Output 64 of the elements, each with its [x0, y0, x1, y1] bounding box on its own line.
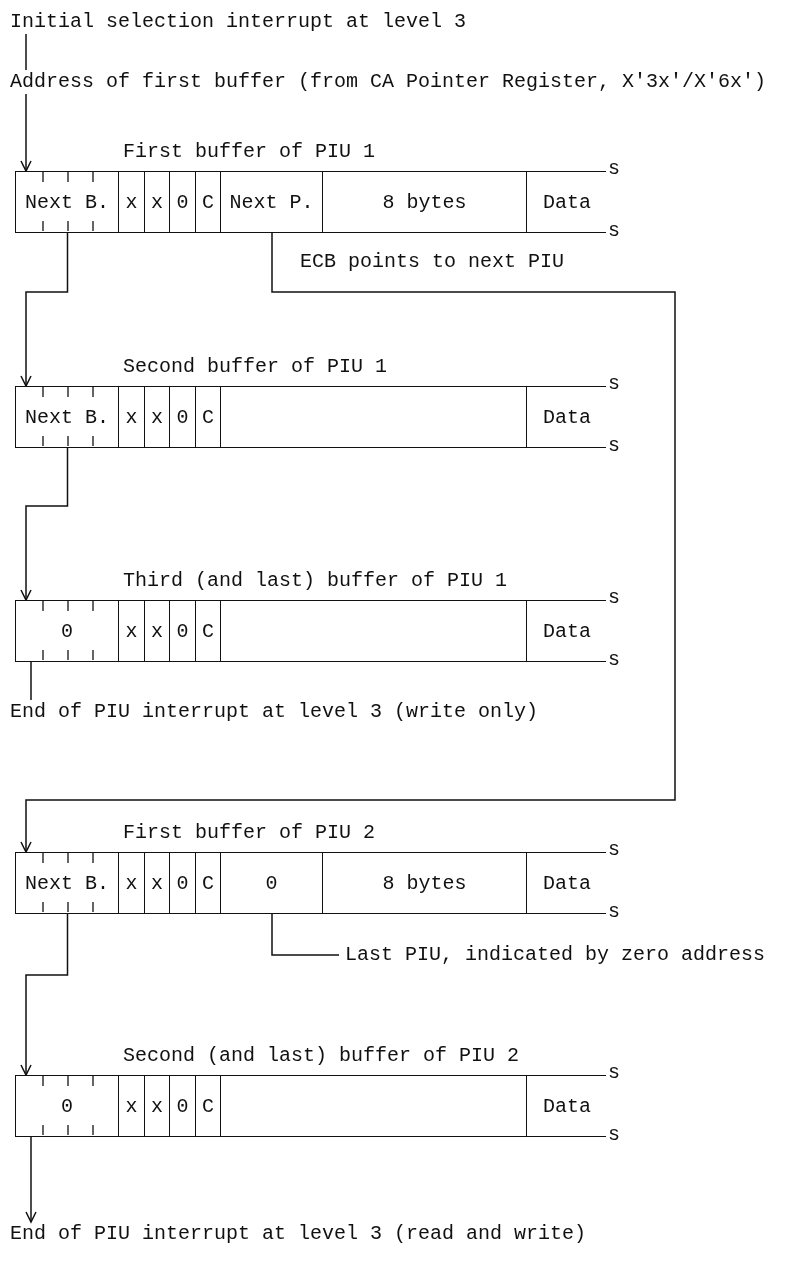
- record-field: 0: [16, 601, 119, 661]
- break-mark: s: [608, 1061, 620, 1085]
- break-mark: s: [608, 219, 620, 243]
- record-field: Data: [527, 1076, 607, 1136]
- buffer-title: First buffer of PIU 2: [123, 821, 376, 845]
- record-field: x: [145, 853, 170, 913]
- break-mark: s: [608, 1123, 620, 1147]
- record-field: x: [119, 601, 145, 661]
- buffer-title: Second buffer of PIU 1: [123, 355, 388, 379]
- record-field: x: [119, 387, 145, 447]
- arrow: [25, 1135, 37, 1223]
- record-field: x: [145, 387, 170, 447]
- arrow: [20, 231, 69, 387]
- record-field: 0: [170, 853, 196, 913]
- record-field: 0: [16, 1076, 119, 1136]
- flow-text: Address of first buffer (from CA Pointer Register, X'3x'/X'6x'): [10, 70, 767, 94]
- annotation-text: Last PIU, indicated by zero address: [345, 943, 766, 967]
- record-field: 8 bytes: [323, 853, 527, 913]
- record-field: 0: [221, 853, 323, 913]
- record-field: C: [196, 172, 221, 232]
- arrow: [20, 912, 69, 1076]
- record-field: Next B.: [16, 172, 119, 232]
- record-field: Data: [527, 387, 607, 447]
- break-mark: s: [608, 648, 620, 672]
- break-mark: s: [608, 157, 620, 181]
- break-mark: s: [608, 372, 620, 396]
- record-field: C: [196, 387, 221, 447]
- record-field: 0: [170, 1076, 196, 1136]
- record-field: Data: [527, 601, 607, 661]
- arrow: [20, 93, 32, 172]
- buffer-title: Third (and last) buffer of PIU 1: [123, 569, 508, 593]
- record-field: 8 bytes: [323, 172, 527, 232]
- record-field: C: [196, 853, 221, 913]
- record-field: x: [145, 601, 170, 661]
- record-field: 0: [170, 172, 196, 232]
- connector-line: [30, 660, 32, 701]
- buffer-title: First buffer of PIU 1: [123, 140, 376, 164]
- record-field: x: [119, 1076, 145, 1136]
- break-mark: s: [608, 434, 620, 458]
- record-field: x: [145, 1076, 170, 1136]
- record-field: Data: [527, 172, 607, 232]
- record-field: Next B.: [16, 853, 119, 913]
- break-mark: s: [608, 838, 620, 862]
- record-field: x: [119, 853, 145, 913]
- flow-text: End of PIU interrupt at level 3 (write only): [10, 700, 539, 724]
- arrow: [20, 446, 69, 601]
- break-mark: s: [608, 586, 620, 610]
- record-field: 0: [170, 601, 196, 661]
- record-field: 0: [170, 387, 196, 447]
- record-field: C: [196, 1076, 221, 1136]
- buffer-title: Second (and last) buffer of PIU 2: [123, 1044, 520, 1068]
- flow-text: Initial selection interrupt at level 3: [10, 10, 467, 34]
- record-field: x: [145, 172, 170, 232]
- record-field: Data: [527, 853, 607, 913]
- connector-line: [25, 33, 27, 71]
- record-field: x: [119, 172, 145, 232]
- edge-label: ECB points to next PIU: [300, 250, 565, 274]
- record-field: C: [196, 601, 221, 661]
- arrow: [20, 231, 676, 853]
- record-field: Next B.: [16, 387, 119, 447]
- break-mark: s: [608, 900, 620, 924]
- flow-text: End of PIU interrupt at level 3 (read and write): [10, 1222, 587, 1246]
- record-field: Next P.: [221, 172, 323, 232]
- leader-line: [271, 912, 340, 956]
